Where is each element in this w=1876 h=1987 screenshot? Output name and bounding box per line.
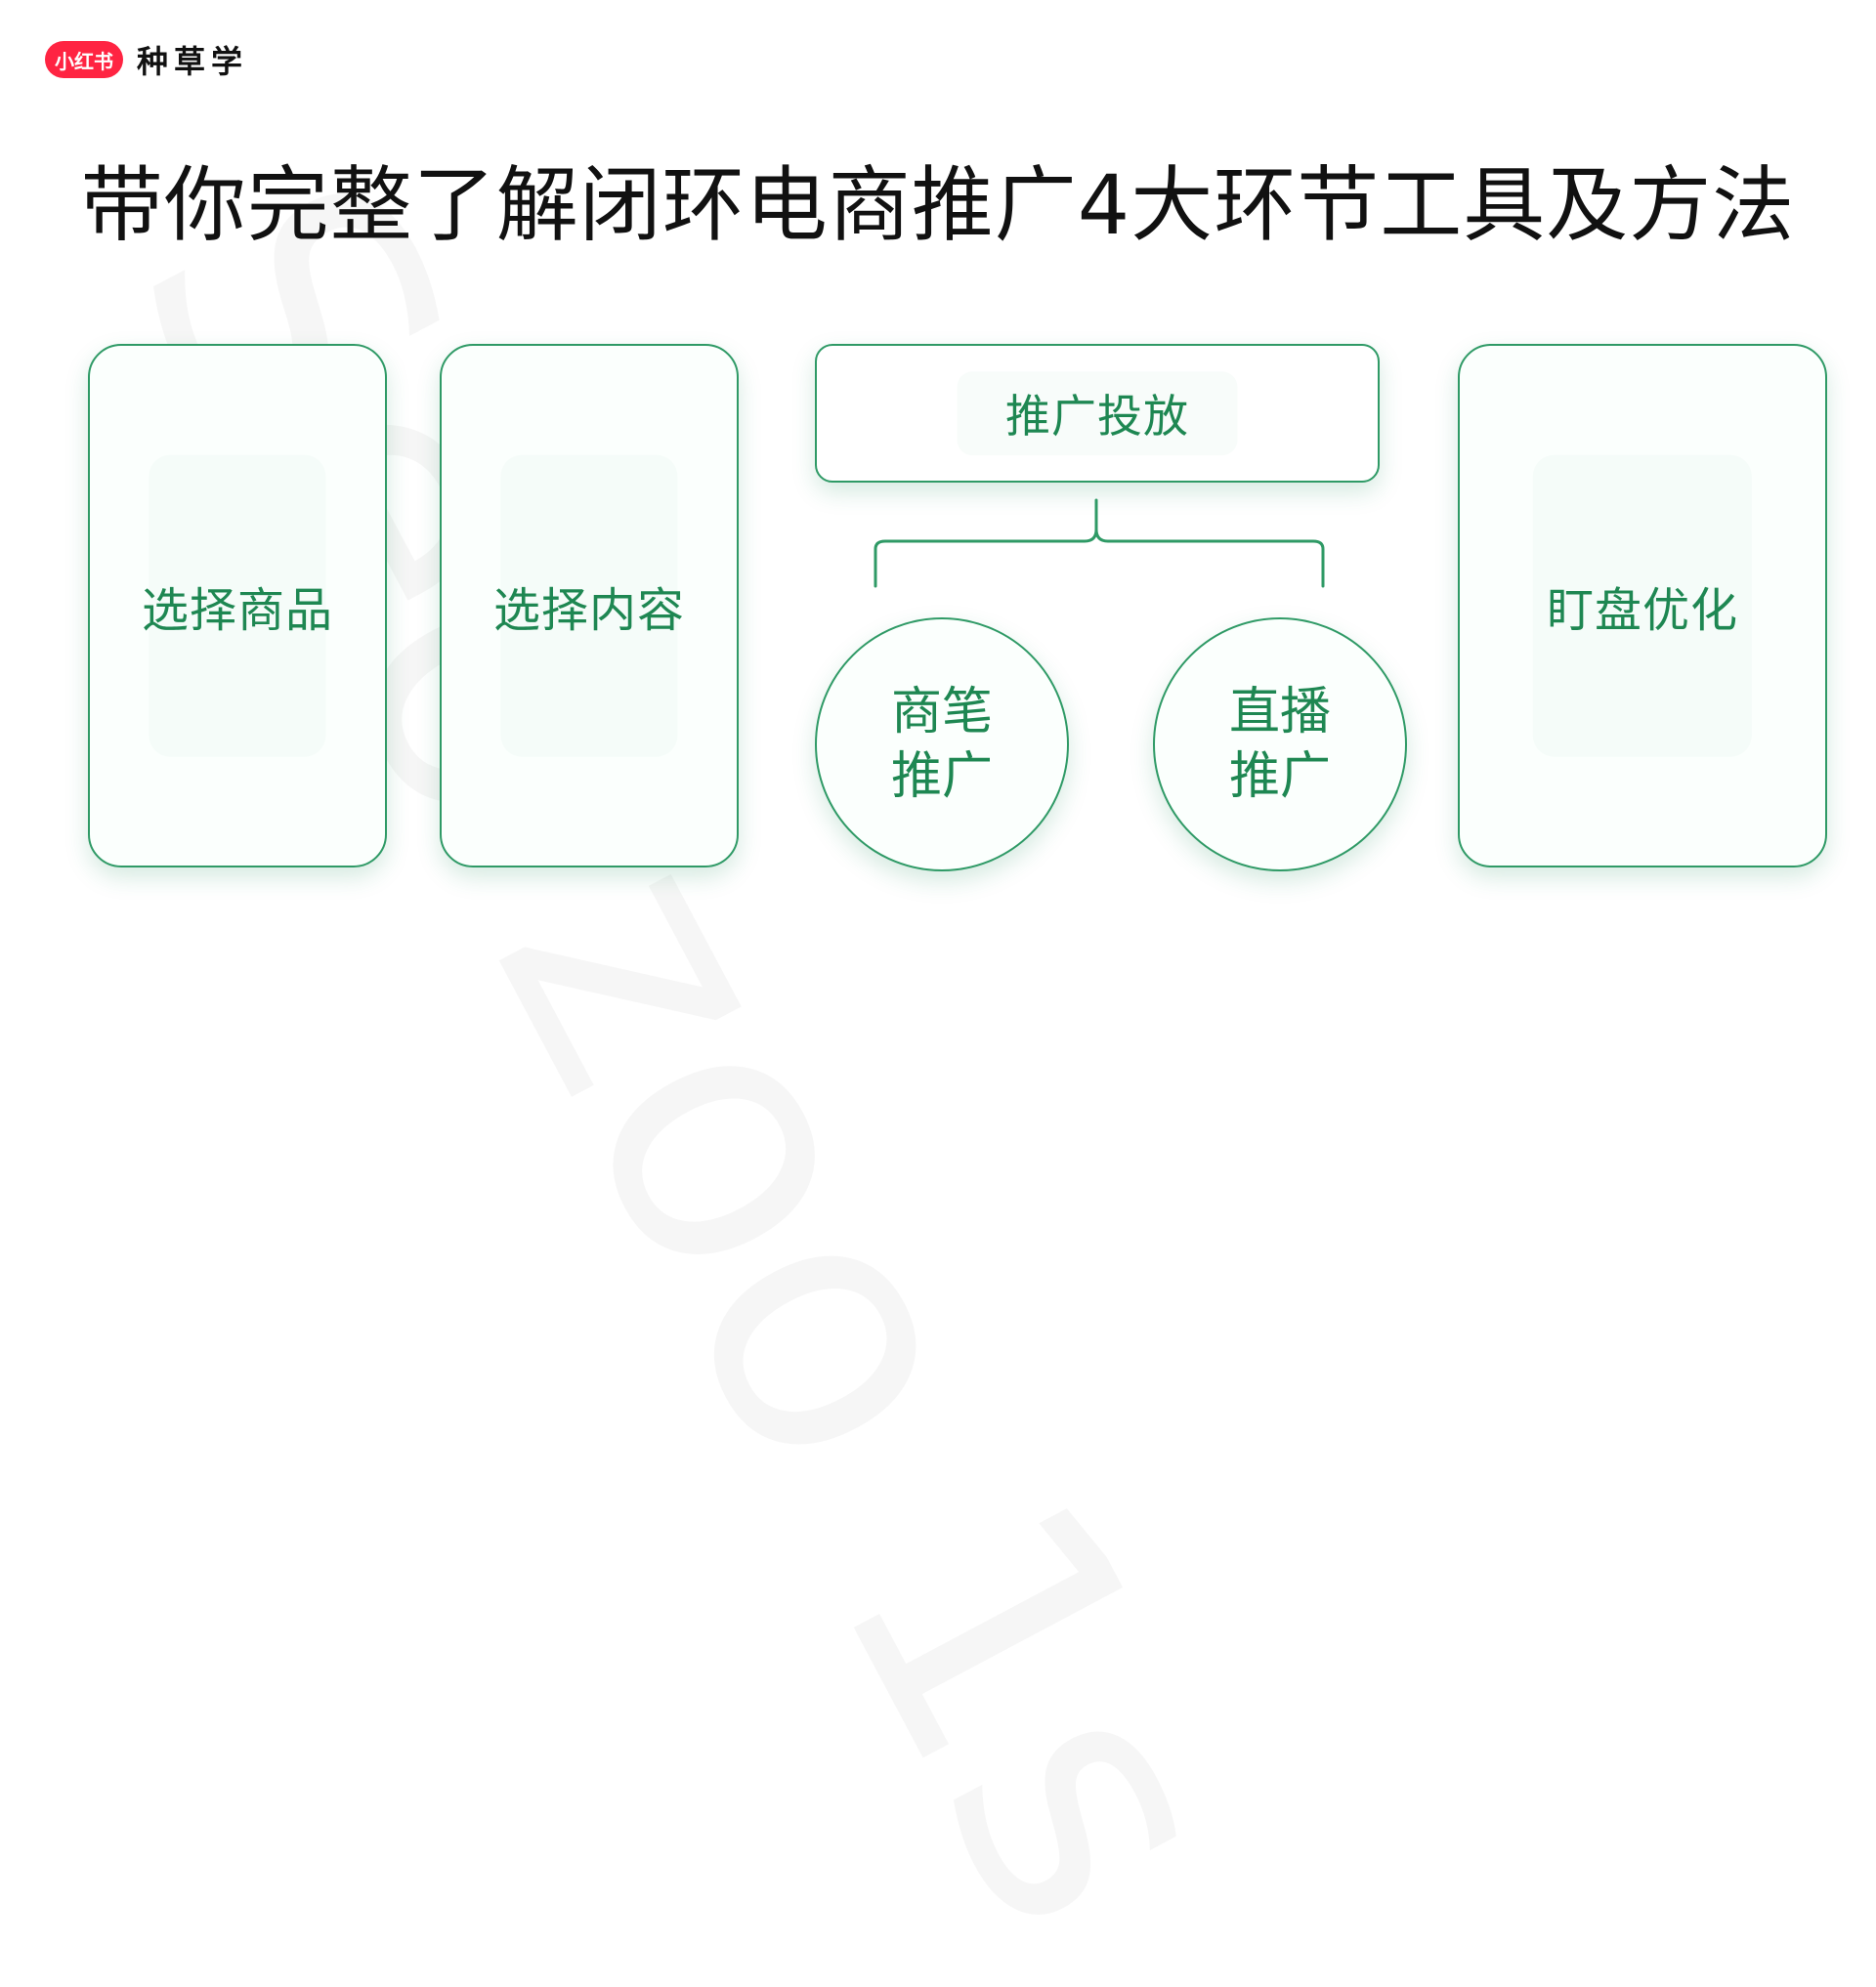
xiaohongshu-logo-badge: 小红书 <box>45 41 123 78</box>
step-card-select-content: 选择内容 <box>440 344 739 867</box>
step-label: 推广投放 <box>1005 390 1189 443</box>
substep-label: 直播推广 <box>1228 683 1331 806</box>
brand-name: 种草学 <box>137 43 249 80</box>
step-label: 选择内容 <box>492 583 685 638</box>
step-label: 盯盘优化 <box>1546 583 1738 638</box>
card-inner-panel <box>1532 454 1753 757</box>
substep-circle-live-promotion: 直播推广 <box>1153 617 1407 871</box>
step-card-monitor-optimize: 盯盘优化 <box>1458 344 1827 867</box>
card-inner-panel <box>500 454 678 757</box>
card-inner-panel <box>957 371 1238 455</box>
slide-title: 带你完整了解闭环电商推广4大环节工具及方法 <box>80 157 1796 253</box>
step-label: 选择商品 <box>141 583 333 638</box>
substep-circle-note-promotion: 商笔推广 <box>815 617 1069 871</box>
brace-connector <box>874 498 1325 588</box>
step-card-promotion: 推广投放 <box>815 344 1380 483</box>
card-inner-panel <box>149 454 326 757</box>
substep-label: 商笔推广 <box>890 683 993 806</box>
step-card-select-product: 选择商品 <box>88 344 387 867</box>
brand-logo: 小红书 种草学 <box>45 37 248 82</box>
